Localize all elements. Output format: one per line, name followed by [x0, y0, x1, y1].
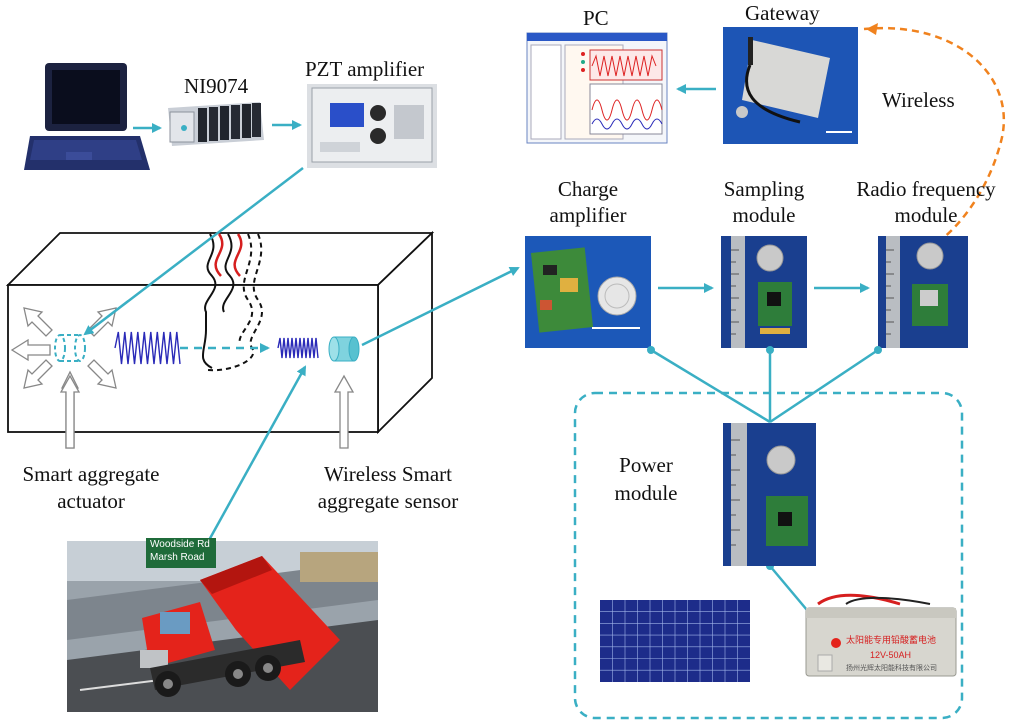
actuator-pointer-arrow — [59, 374, 81, 449]
pc-label: PC — [583, 6, 609, 30]
wireless-label: Wireless — [882, 88, 955, 112]
rf-module-label-line2: module — [894, 203, 958, 227]
road-sign-line2: Marsh Road — [150, 552, 205, 563]
charge-amplifier-photo — [525, 236, 651, 348]
pzt-amplifier-label: PZT amplifier — [305, 57, 425, 81]
gateway-label: Gateway — [745, 1, 820, 25]
sampling-module-label-line2: module — [732, 203, 796, 227]
charge-amplifier-label-line2: amplifier — [549, 203, 627, 227]
actuator-label-line1: Smart aggregate — [22, 462, 160, 486]
gateway-device-icon — [723, 27, 858, 144]
amplifier-to-actuator-arrow — [83, 167, 304, 336]
wireless-link-arrowhead — [866, 23, 878, 35]
sampling-module-photo — [721, 236, 807, 348]
power-module-label-line2: module — [614, 481, 678, 505]
sampling-module-label-line1: Sampling — [723, 177, 805, 201]
red-cable-left — [214, 233, 224, 277]
road-sign-line1: Woodside Rd — [150, 539, 210, 550]
battery-maker-text: 扬州光辉太阳能科技有限公司 — [846, 664, 937, 672]
truck-load-arrow — [206, 365, 307, 543]
actuator-cable — [202, 233, 217, 369]
sensor-to-charge-amplifier-arrow — [361, 266, 520, 347]
radio-frequency-module-photo — [878, 236, 968, 348]
power-module-label-line1: Power — [619, 453, 673, 477]
power-system-boundary — [573, 391, 964, 720]
pzt-amplifier-icon — [307, 84, 437, 168]
stress-wave-large — [114, 331, 181, 365]
wireless-smart-aggregate-sensor-icon — [328, 336, 360, 362]
pc-screen-icon — [526, 32, 668, 144]
sensor-label-line2: aggregate sensor — [317, 489, 459, 513]
sensor-cable-dashed-2 — [238, 233, 254, 345]
actuator-label-line2: actuator — [57, 489, 125, 513]
battery-spec-text: 12V-50AH — [870, 650, 912, 660]
charge-amplifier-label-line1: Charge — [557, 177, 619, 201]
sensor-cable-dashed — [207, 233, 263, 372]
sensor-pointer-arrow — [333, 374, 355, 449]
battery-brand-text: 太阳能专用铅酸蓄电池 — [846, 636, 937, 646]
dump-truck-scene — [67, 538, 378, 712]
solar-panel-icon — [600, 600, 750, 682]
sensor-label-line1: Wireless Smart — [323, 462, 453, 486]
red-cable-right — [233, 233, 243, 277]
battery-icon — [805, 593, 957, 677]
power-module-photo — [723, 423, 816, 566]
stress-wave-small — [277, 337, 319, 359]
power-distribution-lines — [650, 348, 879, 617]
ni9074-label: NI9074 — [184, 74, 249, 98]
wireless-link-arc — [863, 26, 1006, 245]
laptop-icon — [24, 63, 150, 170]
actuator-cable-2 — [222, 233, 235, 313]
rf-module-label-line1: Radio frequency — [856, 177, 996, 201]
smart-aggregate-actuator-icon — [54, 334, 86, 362]
ni9074-daq-icon — [168, 102, 264, 146]
